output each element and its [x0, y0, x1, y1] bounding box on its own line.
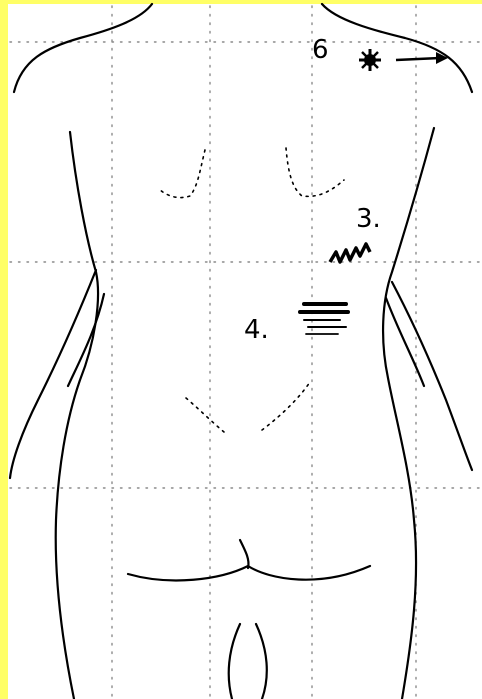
left-inner-arm-line	[68, 294, 104, 386]
right-scapula-line	[286, 148, 344, 196]
marker-4: 4.	[244, 304, 348, 345]
marker-6-label: 6	[312, 35, 329, 65]
marker-3: 3.	[330, 204, 381, 262]
right-shoulder-line	[322, 4, 472, 92]
marker-6: 6	[312, 35, 448, 71]
left-shoulder-line	[14, 4, 152, 92]
right-arm-line	[392, 282, 472, 470]
marker-3-label: 3.	[356, 204, 381, 234]
marker-4-label: 4.	[244, 315, 269, 345]
right-torso-line	[383, 128, 434, 699]
left-border	[0, 0, 8, 699]
star-burst-icon	[359, 49, 381, 71]
top-border	[0, 0, 482, 4]
right-inner-arm-line	[386, 298, 424, 386]
right-lumbar-line	[262, 382, 310, 430]
zigzag-scribble-icon	[330, 244, 370, 262]
left-lumbar-line	[186, 398, 224, 432]
reference-grid	[10, 6, 482, 699]
gluteal-cleft	[240, 540, 249, 568]
left-torso-line	[56, 132, 98, 699]
body-outline	[10, 4, 472, 699]
left-scapula-line	[158, 150, 205, 198]
inner-leg-line	[229, 624, 267, 699]
arrow-right-icon	[396, 52, 448, 64]
horizontal-hatch-icon	[300, 304, 348, 334]
anatomical-landmarks	[158, 148, 344, 432]
